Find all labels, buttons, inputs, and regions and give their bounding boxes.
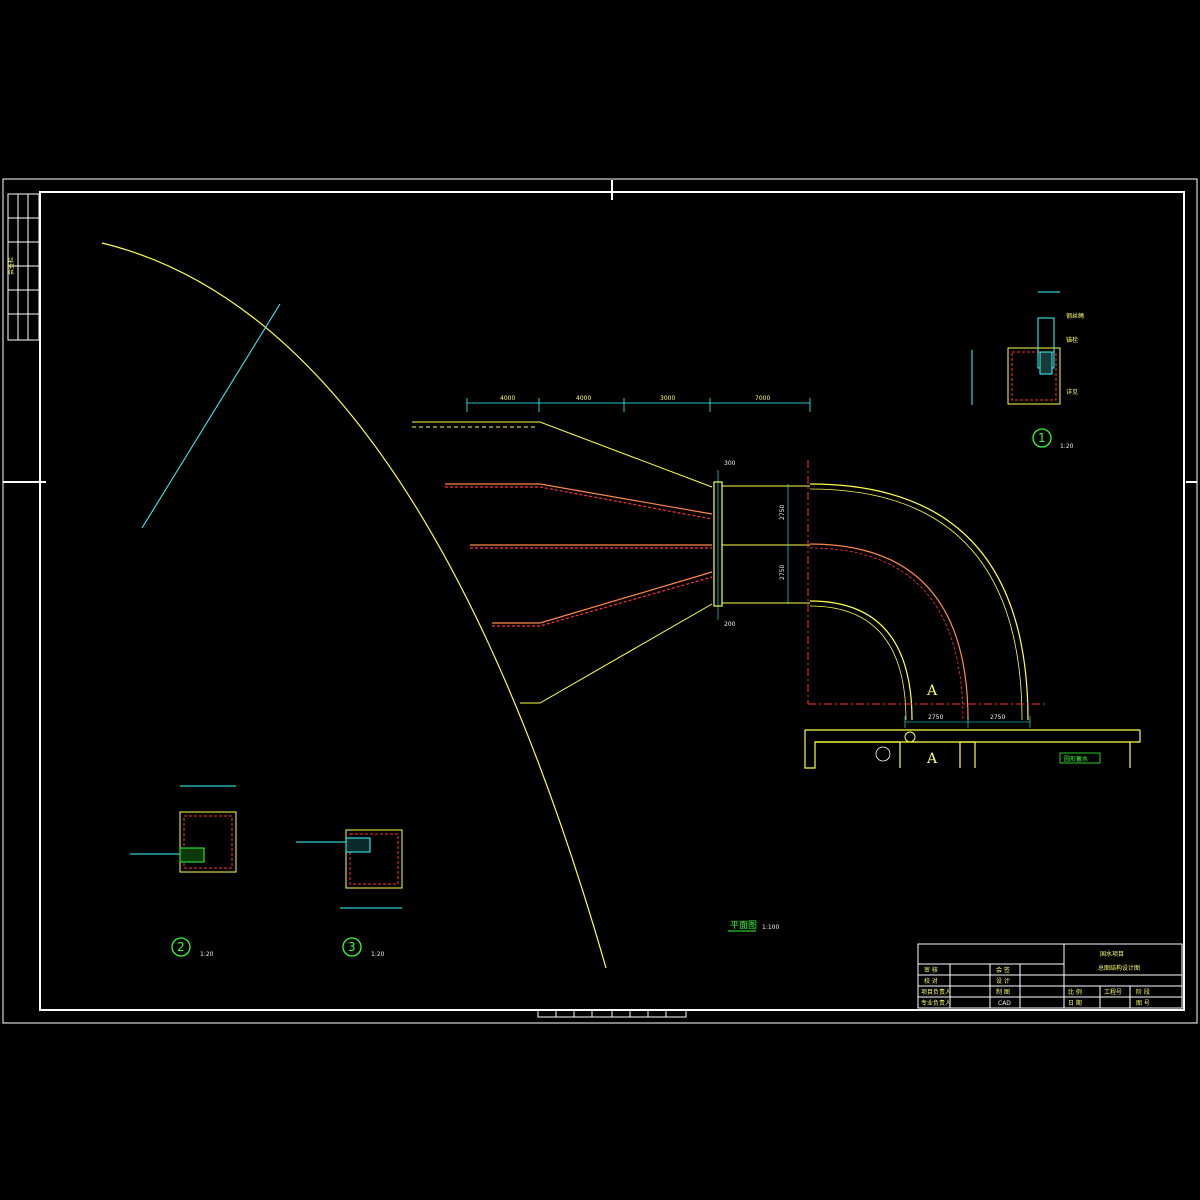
tb-row-label-4: 专业负责人 xyxy=(921,999,951,1007)
bottom-scale-bar xyxy=(537,1009,687,1018)
inlet-pipe-top xyxy=(412,421,713,488)
detail-2-section xyxy=(130,785,237,873)
inlet-pipe-upper-mid xyxy=(445,483,713,520)
signature-strip xyxy=(7,193,40,341)
bottom-dimension xyxy=(904,716,1031,728)
section-mark-a-top: A xyxy=(926,683,938,699)
dim-top-1: 4000 xyxy=(500,395,515,402)
detail-1-scale: 1:20 xyxy=(1060,443,1074,450)
tb-row-label-3: 项目负责人 xyxy=(921,988,951,996)
manifold-label-bottom: 200 xyxy=(724,621,736,628)
tb-mid-label-3: 制 图 xyxy=(996,988,1010,996)
detail-3-circle xyxy=(342,937,362,957)
plan-scale: 1:100 xyxy=(762,924,779,931)
bend-middle xyxy=(809,543,969,721)
tb-row-label-2: 校 对 xyxy=(924,977,938,985)
bend-middle-center xyxy=(809,547,964,721)
signature-strip-label: 会签栏 xyxy=(7,257,15,275)
bend-dim-1: 2750 xyxy=(779,505,786,520)
section-mark-a-bottom: A xyxy=(926,751,938,767)
channel-label-box xyxy=(1059,752,1101,764)
bend-outer xyxy=(809,483,1029,721)
top-dimension-chain xyxy=(466,398,811,412)
bend-inner xyxy=(809,600,913,721)
outlet-channel-structure xyxy=(804,729,1141,769)
tb-right-label-1: 比 例 xyxy=(1068,988,1082,996)
bend-inner-inner-edge xyxy=(809,605,907,721)
manifold-label-top: 300 xyxy=(724,460,736,467)
detail-3-number: 3 xyxy=(348,940,356,954)
tb-right-label-3: 图 号 xyxy=(1136,1000,1150,1007)
detail-1-section xyxy=(971,291,1061,405)
dim-top-2: 4000 xyxy=(576,395,591,402)
tb-row-label-1: 审 核 xyxy=(924,966,938,974)
tank-wall-arc xyxy=(101,242,607,969)
detail-3-scale: 1:20 xyxy=(371,951,385,958)
detail-2-scale: 1:20 xyxy=(200,951,214,958)
outlet-pipe-circle xyxy=(904,731,916,743)
sheet-outer-border xyxy=(2,178,1198,1024)
bend-outer-inner-edge xyxy=(809,488,1023,721)
tb-mid-label-1: 会 签 xyxy=(996,966,1010,974)
radius-leader-line xyxy=(141,303,281,529)
detail-1-note-a: 钢丝绳 xyxy=(1066,312,1084,320)
project-line-2: 总图结构设计图 xyxy=(1098,964,1140,972)
detail-1-circle xyxy=(1032,428,1052,448)
title-block xyxy=(917,943,1183,1009)
project-line-1: 国水项目 xyxy=(1100,950,1124,958)
plan-title: 平面图 xyxy=(730,920,757,931)
detail-2-number: 2 xyxy=(177,940,185,954)
bottom-dim-1: 2750 xyxy=(928,714,943,721)
dim-top-3: 3000 xyxy=(660,395,675,402)
tb-right-label-2: 日 期 xyxy=(1068,999,1082,1007)
detail-1-note-c: 详见 xyxy=(1066,388,1078,396)
detail-1-note-b: 锚栓 xyxy=(1066,336,1078,344)
detail-3-section xyxy=(296,829,403,909)
tb-right2-label-2: 阶 段 xyxy=(1136,988,1150,996)
outlet-straight-pipes xyxy=(722,485,810,604)
sheet-inner-border xyxy=(39,191,1185,1011)
detail-ref-marker xyxy=(875,746,891,762)
inlet-pipe-lower-mid xyxy=(492,571,713,627)
bend-dim-2: 2750 xyxy=(779,565,786,580)
manifold-header xyxy=(713,470,723,620)
detail-1-number: 1 xyxy=(1038,431,1046,445)
tb-mid-label-4: CAD xyxy=(998,1000,1011,1007)
tb-mid-label-2: 设 计 xyxy=(996,977,1010,985)
detail-2-circle xyxy=(171,937,191,957)
tb-right2-label-1: 工程号 xyxy=(1104,988,1122,996)
bottom-dim-2: 2750 xyxy=(990,714,1005,721)
dim-top-4: 7000 xyxy=(755,395,770,402)
channel-label: 圆形蓄水 xyxy=(1064,755,1088,763)
inlet-pipe-center xyxy=(470,544,712,549)
inlet-pipe-bottom xyxy=(520,603,713,704)
